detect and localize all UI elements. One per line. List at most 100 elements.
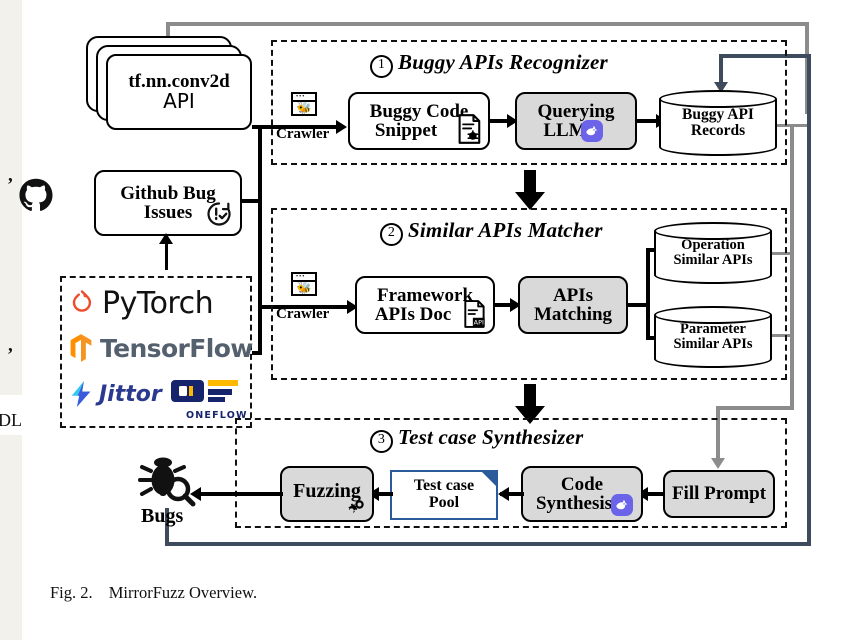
jittor-bolt-icon <box>71 381 91 407</box>
deepseek-whale-glyph-2 <box>616 499 628 510</box>
pool-label: Test case Pool <box>392 472 496 518</box>
api-card-line2: API <box>163 89 195 114</box>
node-fuzzing[interactable]: Fuzzing <box>280 466 374 522</box>
code-synthesis-line1: Code <box>560 473 604 495</box>
framework-item-pytorch[interactable]: PyTorch <box>68 286 214 321</box>
wire-gray-right-mid <box>790 124 794 410</box>
oneflow-of-icon <box>171 380 238 402</box>
node-test-case-pool[interactable]: Test case Pool <box>390 470 498 520</box>
frameworks-box <box>60 276 252 428</box>
page-column-strip-top <box>0 0 22 155</box>
querying-llm-line1: Querying <box>537 100 615 122</box>
wire-fill-to-synthesis <box>639 492 665 496</box>
node-apis-matching[interactable]: APIs Matching <box>518 276 628 334</box>
db1-label: Buggy API Records <box>659 90 777 156</box>
wire-bus-to-crawler1 <box>258 125 280 129</box>
bug-magnifier-icon <box>138 457 196 507</box>
wire-navy-db-down <box>719 54 723 84</box>
deepseek-icon-1 <box>581 120 603 142</box>
db2-body <box>654 231 772 275</box>
column-fragment-2: DL <box>0 410 22 430</box>
crawler-spider-icon-2: ••• 🐝 <box>291 272 317 296</box>
framework-label-oneflow: ONEFLOW <box>186 410 248 421</box>
tensorflow-arrow-icon <box>70 334 92 362</box>
db1-line1: Buggy API <box>682 105 754 123</box>
stage-3-title-text: Test case Synthesizer <box>398 425 584 449</box>
fat-arrow-stage2-to-stage3 <box>515 384 545 424</box>
node-fill-prompt[interactable]: Fill Prompt <box>663 470 775 518</box>
db-buggy-api-records[interactable]: Buggy API Records <box>659 90 777 156</box>
wire-fuzzing-to-bugs <box>195 492 283 496</box>
wire-gray-top <box>166 22 809 26</box>
arrow-gray-into-fill-prompt <box>711 458 725 469</box>
framework-item-tensorflow[interactable]: TensorFlow <box>68 333 253 363</box>
arrow-crawler1-to-snippet <box>336 120 347 134</box>
arrow-navy-into-buggy-records <box>714 82 728 93</box>
wire-api-to-bus <box>252 125 262 129</box>
db3-top-ellipse <box>654 306 772 324</box>
framework-label-pytorch: PyTorch <box>102 286 214 321</box>
crawler-label-2: Crawler <box>276 306 330 322</box>
svg-text:API: API <box>474 319 484 327</box>
framework-label-tensorflow: TensorFlow <box>100 333 253 363</box>
framework-label-jittor: Jittor <box>99 381 162 407</box>
node-querying-llm[interactable]: Querying LLM <box>515 92 637 150</box>
wire-navy-right-up <box>807 54 811 546</box>
framework-item-oneflow[interactable]: ONEFLOW <box>170 378 248 421</box>
code-synthesis-line2: Synthesis <box>535 493 613 514</box>
wire-doc-to-matching <box>495 303 515 307</box>
db-parameter-similar-apis[interactable]: Parameter Similar APIs <box>654 306 772 368</box>
framework-doc-line2: APIs Doc <box>374 304 452 325</box>
db2-top-ellipse <box>654 222 772 240</box>
figure-caption: Fig. 2. MirrorFuzz Overview. <box>50 583 257 603</box>
stage-1-number: 1 <box>370 55 393 78</box>
wire-llm-to-records <box>637 119 663 123</box>
api-card-front[interactable]: tf.nn.conv2d API <box>106 54 252 130</box>
wire-inputs-vertical <box>258 125 262 355</box>
stage-3-container <box>235 418 787 528</box>
wire-pool-to-fuzzing <box>371 492 393 496</box>
wire-gray-fill-down <box>716 406 720 460</box>
doc-api-icon: API <box>464 300 485 328</box>
arrow-snippet-to-llm <box>507 114 518 128</box>
buggy-code-snippet-line1: Buggy Code <box>369 100 469 122</box>
arrow-synthesis-to-pool <box>498 487 509 501</box>
wire-snippet-to-llm <box>490 119 512 123</box>
wire-fw-to-bus <box>252 351 262 355</box>
wire-navy-top-in <box>719 54 811 58</box>
arrow-doc-to-matching <box>510 298 521 312</box>
page-column-strip-mid <box>0 155 22 395</box>
db1-top-ellipse <box>659 90 777 108</box>
crawler-spider-glyph-1: 🐝 <box>296 100 312 115</box>
gears-icon <box>348 500 364 513</box>
arrow-crawler2-to-doc <box>347 300 358 314</box>
wire-gray-to-fill <box>716 406 794 410</box>
crawler-label-1: Crawler <box>276 126 330 142</box>
fuzzing-label: Fuzzing <box>293 479 361 502</box>
apis-matching-line1: APIs <box>552 284 594 306</box>
crawler-spider-glyph-2: 🐝 <box>296 280 312 295</box>
db3-line2: Similar APIs <box>673 336 753 352</box>
db-operation-similar-apis[interactable]: Operation Similar APIs <box>654 222 772 284</box>
issue-clock-icon <box>207 202 231 226</box>
framework-item-jittor[interactable]: Jittor <box>68 380 162 408</box>
db2-line1: Operation <box>681 236 745 253</box>
wire-github-up <box>165 240 168 270</box>
querying-llm-line2: LLM <box>543 120 587 141</box>
stage-2-title-text: Similar APIs Matcher <box>408 218 603 242</box>
db3-line1: Parameter <box>679 320 746 337</box>
github-icon <box>19 178 53 211</box>
deepseek-whale-glyph <box>586 125 598 136</box>
crawler-titlebar-2 <box>293 274 315 282</box>
crawler-titlebar-1 <box>293 94 315 102</box>
stage-2-number: 2 <box>380 223 403 246</box>
fill-prompt-label: Fill Prompt <box>671 483 767 505</box>
github-line2: Issues <box>143 202 193 223</box>
wire-gray-stub-up <box>166 22 170 44</box>
framework-doc-line1: Framework <box>376 284 474 306</box>
wire-navy-left-up <box>165 508 169 546</box>
wire-matching-out <box>628 303 650 307</box>
crawler-dots-1: ••• <box>296 94 306 100</box>
stage-1-title-text: Buggy APIs Recognizer <box>398 50 608 74</box>
